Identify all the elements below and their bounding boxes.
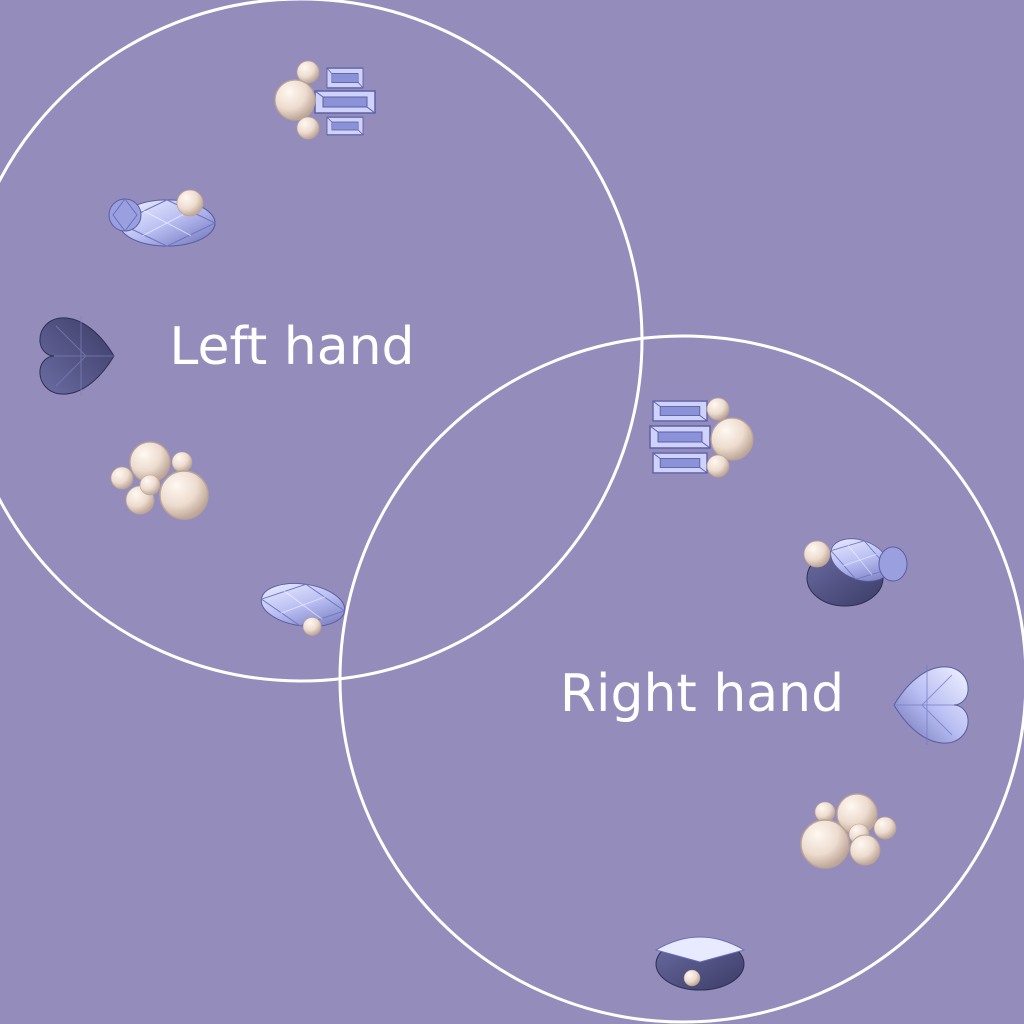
baguettes-and-pearls-gem	[649, 397, 754, 478]
dark-heart-gem	[39, 316, 115, 396]
light-heart-gem	[893, 665, 969, 745]
oval-gem	[257, 577, 349, 637]
right-hand-circle	[338, 334, 1024, 1024]
diamond-with-pearl-gem	[108, 189, 216, 247]
right-hand-label: Right hand	[560, 664, 844, 724]
oval-gem-right	[654, 936, 746, 991]
pearl-cluster-gem-right	[800, 793, 897, 869]
pearl-cluster-gem	[110, 441, 209, 520]
left-hand-label: Left hand	[169, 317, 414, 377]
diamond-with-pearl-gem-right	[803, 531, 908, 607]
left-hand-circle	[0, 0, 644, 683]
pearls-and-baguettes-gem	[274, 60, 376, 140]
